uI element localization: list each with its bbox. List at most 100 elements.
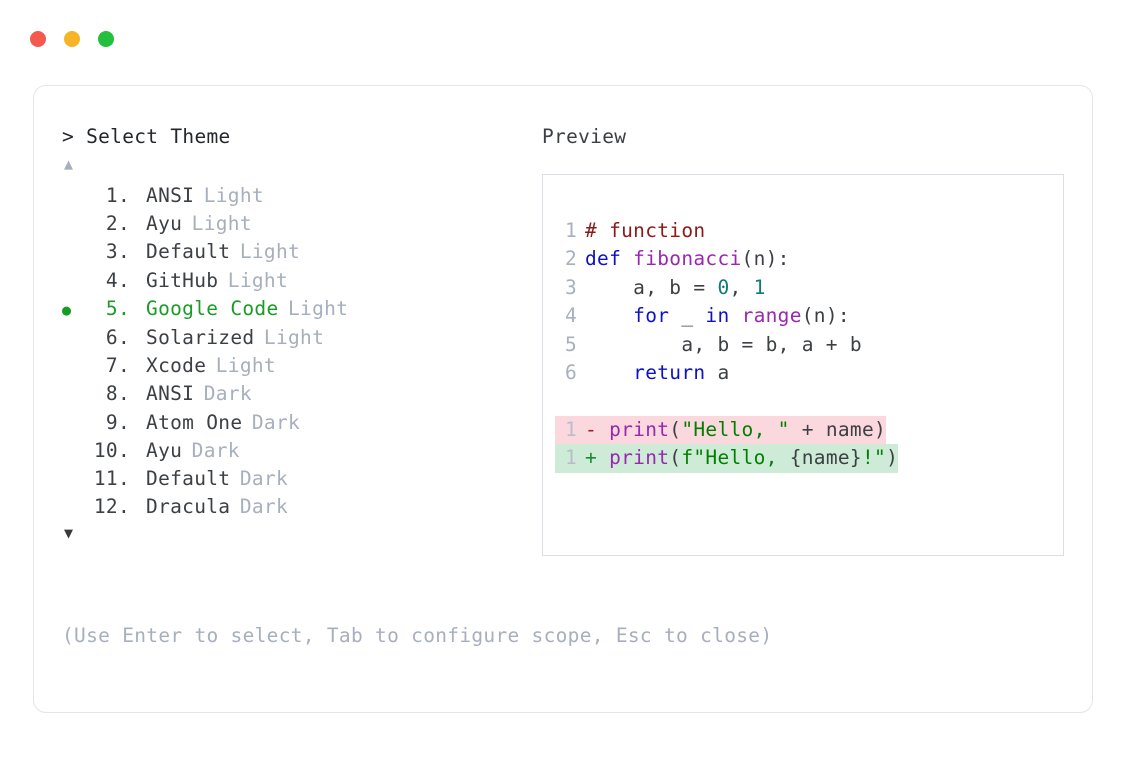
- code-line-content: 1+ print(f"Hello, {name}!"): [555, 444, 899, 473]
- theme-item-variant: Dark: [203, 382, 252, 406]
- line-number: 5: [564, 332, 577, 356]
- code-token: for: [633, 304, 670, 328]
- code-token: ,: [729, 275, 754, 299]
- theme-item-name: Dracula: [134, 495, 231, 519]
- code-source: return a: [577, 361, 730, 384]
- theme-item-variant: Light: [239, 240, 301, 264]
- theme-item-number: 9.: [105, 410, 130, 434]
- theme-item-name: GitHub: [134, 268, 219, 292]
- code-token: [730, 304, 742, 327]
- theme-item-name: Default: [134, 467, 231, 491]
- code-token: f"Hello,: [681, 446, 790, 470]
- theme-item-name: Default: [134, 240, 231, 264]
- prompt-header: > Select Theme: [62, 122, 532, 152]
- maximize-dot[interactable]: [98, 31, 114, 47]
- code-source: - print("Hello, " + name): [577, 418, 886, 441]
- code-line-content: 6 return a: [555, 359, 730, 387]
- theme-item-number: 12.: [93, 495, 130, 519]
- minimize-dot[interactable]: [64, 31, 80, 47]
- prompt-title: Select Theme: [86, 125, 231, 148]
- diff-minus-sign: -: [585, 417, 610, 441]
- line-number: 2: [564, 247, 577, 271]
- line-number: 1: [564, 446, 577, 470]
- code-token: print: [609, 446, 670, 470]
- close-dot[interactable]: [30, 31, 46, 47]
- theme-item-variant: Light: [191, 212, 252, 236]
- scroll-down-icon[interactable]: ▼: [64, 524, 74, 543]
- code-line: 1 # function: [555, 217, 1063, 245]
- code-token: 0: [717, 275, 730, 299]
- theme-item-number: 4.: [105, 268, 130, 292]
- theme-item-name: ANSI: [134, 184, 195, 207]
- code-token: 1: [753, 275, 766, 299]
- theme-item-number: 6.: [105, 326, 130, 350]
- theme-item-name: ANSI: [134, 382, 195, 406]
- theme-item-variant: Dark: [239, 467, 288, 491]
- code-token: a: [705, 360, 730, 384]
- code-token: range: [741, 304, 802, 328]
- code-line-content: 5 a, b = b, a + b: [555, 331, 862, 359]
- theme-item-name: Atom One: [134, 410, 243, 434]
- code-token: def: [585, 247, 634, 271]
- theme-item-variant: Dark: [239, 495, 288, 519]
- code-token: {name}: [789, 446, 862, 470]
- theme-item-name: Xcode: [134, 354, 207, 378]
- theme-item-name: Google Code: [134, 296, 279, 320]
- code-line-content: 3 a, b = 0, 1: [555, 274, 766, 302]
- code-token: print: [609, 417, 670, 441]
- preview-label: Preview: [542, 125, 627, 148]
- code-source: + print(f"Hello, {name}!"): [577, 446, 898, 469]
- theme-item-variant: Light: [263, 326, 325, 350]
- code-source: def fibonacci(n):: [577, 247, 790, 270]
- code-token: + name): [789, 417, 887, 441]
- code-token: (n):: [741, 247, 790, 271]
- code-token: (n):: [801, 304, 850, 328]
- code-line-blank: [555, 387, 1063, 415]
- code-token: in: [705, 304, 730, 328]
- code-line-removed: 1- print("Hello, " + name): [555, 415, 1063, 445]
- theme-item-number: 10.: [93, 438, 130, 462]
- theme-list-item[interactable]: 12. Dracula Dark: [62, 493, 532, 521]
- scroll-up-icon[interactable]: ▲: [64, 155, 74, 173]
- theme-item-variant: Light: [287, 296, 349, 320]
- selected-bullet-icon: ●: [62, 300, 72, 319]
- line-number: 1: [564, 219, 577, 242]
- code-line-content: 1- print("Hello, " + name): [555, 415, 887, 445]
- code-token: !": [861, 446, 887, 470]
- code-line: 4 for _ in range(n):: [555, 302, 1063, 330]
- line-number: 3: [564, 275, 577, 299]
- code-line-content: 4 for _ in range(n):: [555, 302, 850, 330]
- line-number: 4: [564, 304, 577, 328]
- code-token: a, b =: [585, 275, 718, 299]
- keyboard-hint: (Use Enter to select, Tab to configure s…: [62, 624, 773, 647]
- prompt-caret-icon: >: [62, 125, 75, 148]
- theme-item-variant: Light: [215, 354, 276, 378]
- theme-item-name: Ayu: [134, 212, 183, 236]
- code-token: (: [669, 417, 682, 441]
- window-controls[interactable]: [30, 31, 114, 47]
- code-token: ): [886, 446, 899, 470]
- code-token: return: [633, 360, 706, 384]
- code-line: 3 a, b = 0, 1: [555, 274, 1063, 302]
- code-token: [585, 361, 633, 384]
- theme-item-variant: Dark: [191, 438, 240, 462]
- code-token: # function: [585, 219, 706, 242]
